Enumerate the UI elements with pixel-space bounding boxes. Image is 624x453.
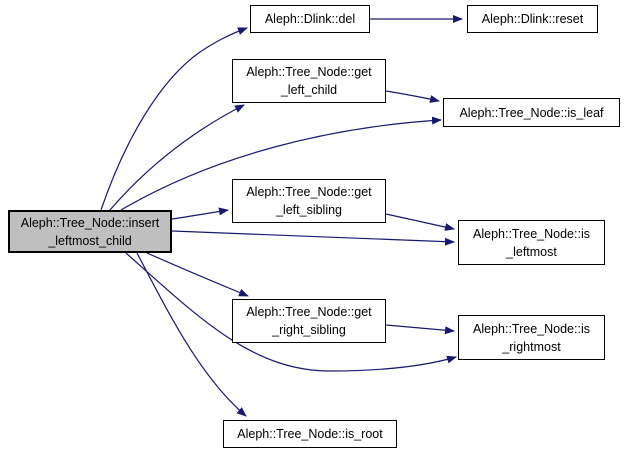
edge-insert-leftmost-child-to-get-left-sibling	[171, 207, 229, 220]
node-label-line: Aleph::Tree_Node::is	[473, 321, 590, 336]
node-is-leaf[interactable]: Aleph::Tree_Node::is_leaf	[443, 98, 620, 127]
node-get-left-child[interactable]: Aleph::Tree_Node::get _left_child	[232, 59, 386, 103]
node-get-right-sibling[interactable]: Aleph::Tree_Node::get _right_sibling	[232, 299, 386, 343]
node-dlink-del[interactable]: Aleph::Dlink::del	[250, 5, 370, 33]
node-label-line: Aleph::Tree_Node::get	[246, 305, 372, 319]
node-label-line: _left_sibling	[275, 203, 342, 217]
node-get-left-sibling[interactable]: Aleph::Tree_Node::get _left_sibling	[232, 179, 386, 223]
edge-insert-leftmost-child-to-get-right-sibling	[146, 252, 249, 297]
edge-get-left-sibling-to-is-leftmost	[385, 213, 455, 231]
edge-get-right-sibling-to-is-rightmost	[385, 324, 455, 335]
edge-insert-leftmost-child-to-is-leftmost	[171, 230, 455, 246]
node-label-line: _leftmost_child	[48, 233, 132, 248]
edge-insert-leftmost-child-to-is-leaf	[120, 116, 442, 211]
edge-get-left-child-to-is-leaf	[385, 90, 440, 103]
node-is-rightmost[interactable]: Aleph::Tree_Node::is _rightmost	[458, 315, 605, 360]
node-insert-leftmost-child[interactable]: Aleph::Tree_Node::insert _leftmost_child	[8, 210, 172, 253]
edge-insert-leftmost-child-to-is-root	[136, 252, 247, 417]
node-is-root[interactable]: Aleph::Tree_Node::is_root	[223, 420, 397, 448]
node-label-line: Aleph::Tree_Node::is_leaf	[459, 105, 604, 120]
node-label-line: Aleph::Dlink::del	[264, 12, 356, 26]
edge-insert-leftmost-child-to-get-left-child	[109, 104, 245, 211]
edge-insert-leftmost-child-to-is-rightmost	[125, 252, 457, 372]
node-label-line: Aleph::Tree_Node::insert	[20, 215, 160, 230]
node-is-leftmost[interactable]: Aleph::Tree_Node::is _leftmost	[458, 220, 605, 265]
node-label-line: Aleph::Tree_Node::get	[246, 65, 372, 79]
node-label-line: _right_sibling	[272, 323, 346, 337]
node-label-line: _left_child	[280, 83, 338, 97]
edge-insert-leftmost-child-to-dlink-del	[100, 27, 248, 211]
node-label-line: Aleph::Dlink::reset	[481, 12, 584, 26]
node-label-line: _leftmost	[506, 244, 557, 259]
node-dlink-reset[interactable]: Aleph::Dlink::reset	[467, 5, 598, 33]
node-label-line: Aleph::Tree_Node::get	[246, 185, 372, 199]
node-label-line: Aleph::Tree_Node::is_root	[237, 427, 383, 441]
node-label-line: Aleph::Tree_Node::is	[473, 226, 590, 241]
node-label-line: _rightmost	[502, 339, 561, 354]
